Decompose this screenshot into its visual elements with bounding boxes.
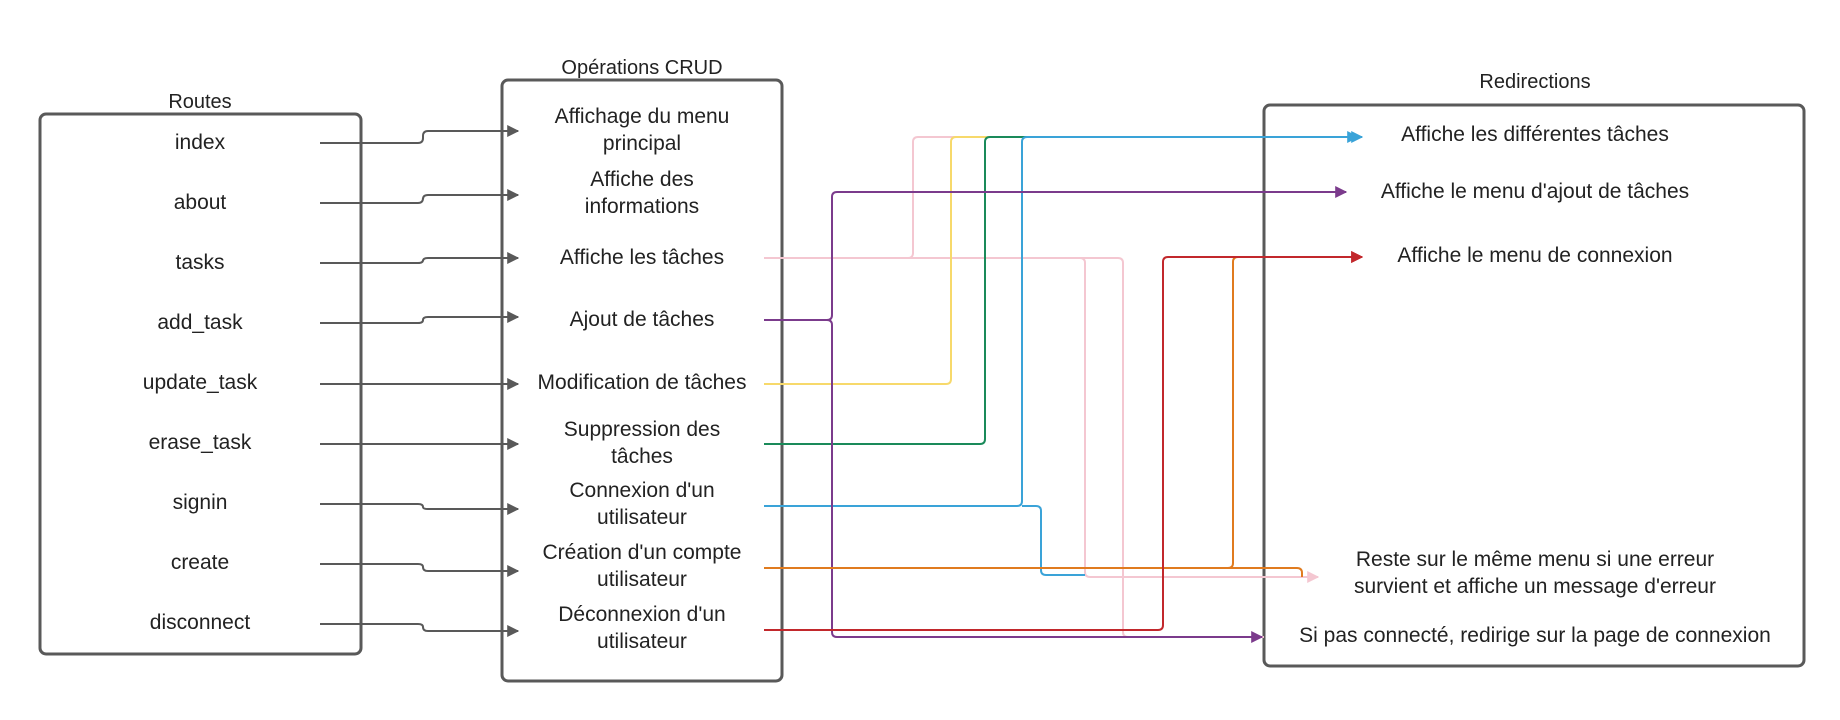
redirection-item: Affiche les différentes tâches bbox=[1401, 123, 1669, 146]
crud-title: Opérations CRUD bbox=[561, 57, 722, 79]
redirection-item: Si pas connecté, redirige sur la page de… bbox=[1299, 624, 1771, 647]
crud-item: Modification de tâches bbox=[538, 371, 747, 394]
edge-pink-tasks-to-login bbox=[764, 257, 1264, 638]
crud-item: utilisateur bbox=[597, 568, 687, 591]
crud-item: Connexion d'un bbox=[569, 479, 714, 502]
redirection-item: Affiche le menu de connexion bbox=[1397, 244, 1672, 267]
route-item: update_task bbox=[143, 371, 258, 394]
edge-blue-signin-to-list bbox=[764, 131, 1364, 507]
routes-title: Routes bbox=[168, 91, 231, 113]
crud-item: tâches bbox=[611, 445, 673, 468]
redirection-item: survient et affiche un message d'erreur bbox=[1354, 575, 1716, 598]
route-arrow-index bbox=[320, 125, 520, 144]
edge-red-disconnect-to-login bbox=[764, 251, 1364, 631]
edge-purple-add-to-login bbox=[764, 319, 1264, 643]
redirection-edges bbox=[764, 131, 1364, 643]
crud-item: Déconnexion d'un bbox=[558, 603, 725, 626]
route-item: disconnect bbox=[150, 611, 251, 634]
route-arrows bbox=[320, 125, 520, 637]
crud-item: Affiche des bbox=[590, 168, 694, 191]
crud-box bbox=[500, 78, 784, 683]
redirection-item: Reste sur le même menu si une erreur bbox=[1356, 548, 1714, 571]
route-arrow-about bbox=[320, 189, 520, 204]
crud-item: Affiche les tâches bbox=[560, 246, 724, 269]
crud-item: Ajout de tâches bbox=[570, 308, 715, 331]
crud-item: utilisateur bbox=[597, 506, 687, 529]
route-item: erase_task bbox=[149, 431, 252, 454]
redirections-title: Redirections bbox=[1479, 71, 1590, 93]
edge-yellow-update-to-list bbox=[764, 136, 1358, 385]
crud-list: Affichage du menu principal Affiche des … bbox=[538, 105, 747, 653]
edge-orange-create-to-error bbox=[764, 567, 1303, 577]
route-item: tasks bbox=[175, 251, 224, 274]
route-item: add_task bbox=[157, 311, 243, 334]
route-item: signin bbox=[173, 491, 228, 514]
edge-green-erase-to-list bbox=[764, 136, 1358, 445]
routes-list: index about tasks add_task update_task e… bbox=[143, 131, 258, 634]
route-arrow-add-task bbox=[320, 311, 520, 324]
redirections-list: Affiche les différentes tâches Affiche l… bbox=[1299, 123, 1771, 647]
route-arrow-create bbox=[320, 563, 520, 577]
edge-blue-signin-to-error bbox=[1022, 505, 1085, 576]
redirections-box bbox=[1262, 103, 1806, 668]
route-arrow-disconnect bbox=[320, 623, 520, 637]
crud-item: informations bbox=[585, 195, 699, 218]
route-arrow-signin bbox=[320, 503, 520, 515]
route-item: index bbox=[175, 131, 226, 154]
crud-item: Suppression des bbox=[564, 418, 720, 441]
route-item: create bbox=[171, 551, 229, 574]
crud-item: principal bbox=[603, 132, 681, 155]
crud-item: Création d'un compte bbox=[543, 541, 742, 564]
redirection-item: Affiche le menu d'ajout de tâches bbox=[1381, 180, 1689, 203]
crud-item: utilisateur bbox=[597, 630, 687, 653]
crud-item: Affichage du menu bbox=[555, 105, 730, 128]
route-arrow-tasks bbox=[320, 252, 520, 264]
route-item: about bbox=[174, 191, 227, 214]
